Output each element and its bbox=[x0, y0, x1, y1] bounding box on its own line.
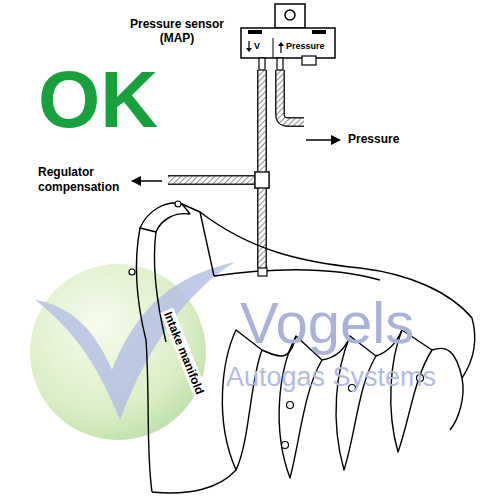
t-fitting bbox=[255, 172, 269, 188]
hose-outline bbox=[257, 70, 267, 268]
hose-fill bbox=[259, 70, 266, 268]
sensor-body bbox=[240, 4, 336, 70]
pressure-sensor: Pressure sensor (MAP)VPressure bbox=[240, 4, 336, 70]
pressure-hose bbox=[280, 70, 340, 140]
regulator-hose bbox=[132, 172, 269, 188]
sensor-port-label: V bbox=[254, 41, 260, 51]
flow-label: Pressure bbox=[348, 132, 399, 146]
status-text: OK bbox=[38, 58, 158, 142]
sensor-title: Pressure sensor (MAP) bbox=[118, 17, 236, 45]
part-name: Intake manifold bbox=[160, 308, 207, 399]
watermark: Vogels bbox=[240, 292, 414, 354]
vacuum-hose bbox=[255, 70, 269, 268]
watermark: Autogas Systems bbox=[226, 362, 436, 392]
sensor-port-label: Pressure bbox=[286, 41, 325, 51]
watermark-check bbox=[30, 262, 235, 440]
flow-label: Regulator compensation bbox=[38, 165, 130, 195]
